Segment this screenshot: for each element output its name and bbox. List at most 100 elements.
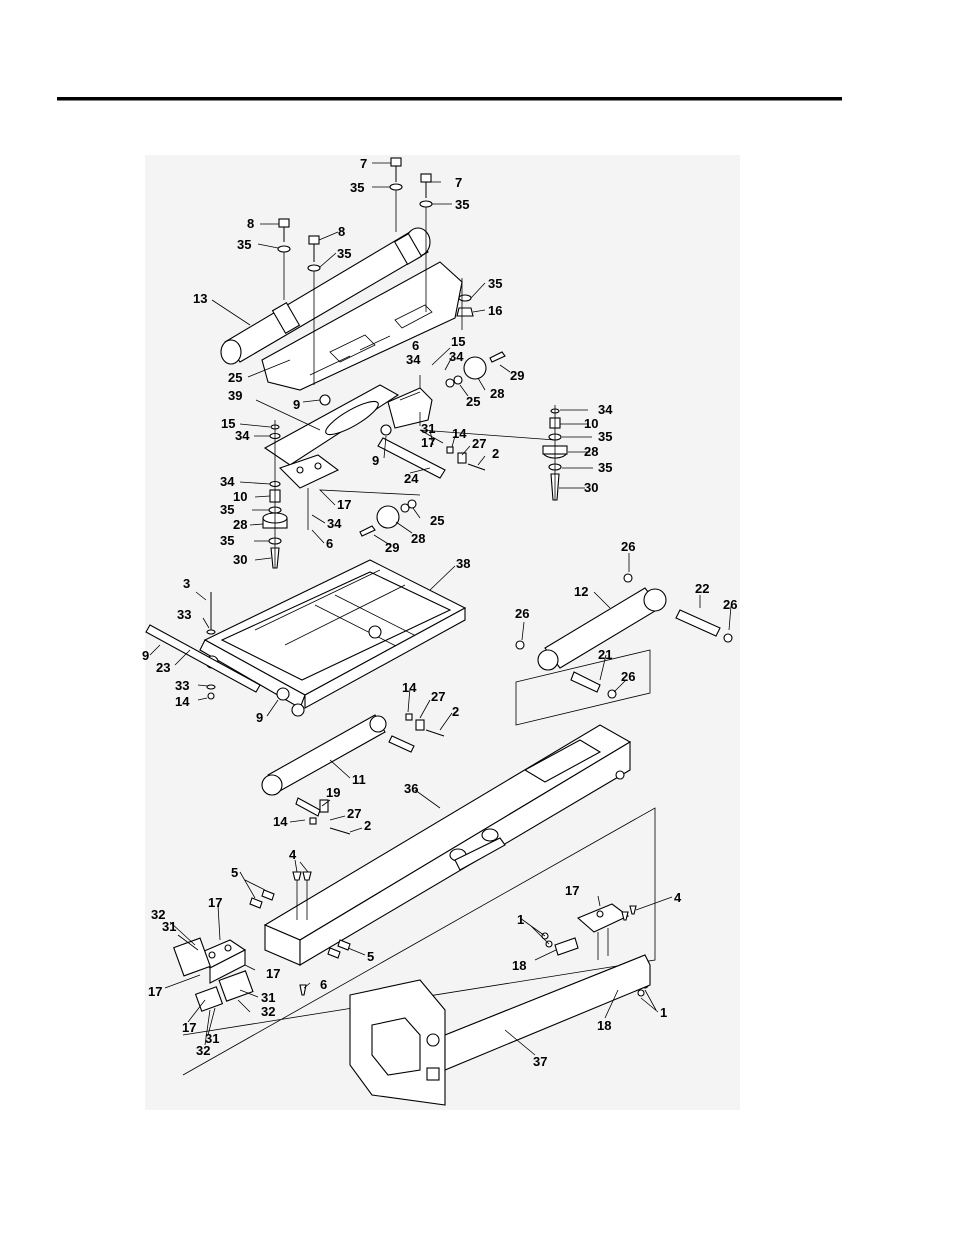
callout-label: 17 (421, 435, 435, 450)
callout-label: 31 (261, 990, 275, 1005)
callout-label: 17 (565, 883, 579, 898)
callout-label: 32 (151, 907, 165, 922)
callout-label: 17 (208, 895, 222, 910)
callout-label: 2 (452, 704, 459, 719)
header-rule (57, 97, 842, 101)
pin-24 (377, 437, 446, 479)
callout-label: 4 (674, 890, 682, 905)
callout-label: 31 (162, 919, 176, 934)
callout-label: 14 (402, 680, 417, 695)
callout-label: 28 (490, 386, 504, 401)
bracket-17-lower (278, 454, 340, 530)
pivot-plate-39 (263, 384, 400, 466)
callout-label: 34 (449, 349, 464, 364)
callout-label: 15 (221, 416, 235, 431)
callout-label: 21 (598, 647, 612, 662)
callout-label: 26 (621, 539, 635, 554)
callout-label: 35 (455, 197, 469, 212)
cylinder-12 (515, 573, 733, 671)
shaft-23 (145, 624, 261, 693)
callout-label: 34 (220, 474, 235, 489)
callout-label: 29 (385, 540, 399, 555)
spacer-9-frame (276, 687, 290, 701)
bracket-17-right (576, 903, 637, 960)
callout-label: 27 (472, 436, 486, 451)
cylinder-13 (220, 227, 431, 365)
callout-label: 23 (156, 660, 170, 675)
callout-label: 35 (598, 460, 612, 475)
callout-label: 6 (412, 338, 419, 353)
callout-label: 24 (404, 471, 419, 486)
callout-label: 18 (597, 1018, 611, 1033)
callout-label: 8 (338, 224, 345, 239)
callout-label: 27 (347, 806, 361, 821)
callout-label: 11 (352, 772, 366, 787)
callout-label: 9 (142, 648, 149, 663)
callout-label: 32 (196, 1043, 210, 1058)
callout-label: 35 (220, 502, 234, 517)
callout-label: 19 (326, 785, 340, 800)
callout-label: 33 (175, 678, 189, 693)
callout-label: 5 (367, 949, 374, 964)
callout-label: 33 (177, 607, 191, 622)
bolt-8-right (307, 235, 321, 385)
cylinder-11 (261, 713, 445, 796)
callout-label: 15 (451, 334, 465, 349)
callout-label: 27 (431, 689, 445, 704)
bolts-4-5-left (249, 871, 351, 959)
callout-label: 31 (421, 421, 435, 436)
callout-label: 17 (148, 984, 162, 999)
callout-label: 30 (584, 480, 598, 495)
callout-label: 14 (452, 426, 467, 441)
callout-label: 26 (621, 669, 635, 684)
callout-bracket-12 (515, 649, 651, 726)
callout-label: 5 (231, 865, 238, 880)
cylinder-mount-plate (261, 261, 463, 391)
callout-label: 17 (182, 1020, 196, 1035)
callout-label: 9 (372, 453, 379, 468)
callout-label: 22 (695, 581, 709, 596)
callout-label: 34 (598, 402, 613, 417)
callout-label: 2 (364, 818, 371, 833)
callout-label: 17 (337, 497, 351, 512)
callout-label: 29 (510, 368, 524, 383)
callout-label: 14 (273, 814, 288, 829)
callout-label: 38 (456, 556, 470, 571)
callout-label: 34 (327, 516, 342, 531)
callout-label: 30 (233, 552, 247, 567)
callout-label: 31 (205, 1031, 219, 1046)
callout-label: 35 (237, 237, 251, 252)
callout-label: 2 (492, 446, 499, 461)
callout-label: 7 (455, 175, 462, 190)
pin-19 (295, 797, 351, 835)
callout-label: 26 (723, 597, 737, 612)
callout-label: 8 (247, 216, 254, 231)
callout-label: 39 (228, 388, 242, 403)
beam-36 (263, 724, 632, 966)
callout-label: 1 (660, 1005, 667, 1020)
callout-label: 35 (598, 429, 612, 444)
callout-label: 9 (293, 397, 300, 412)
callout-label: 3 (183, 576, 190, 591)
callout-label: 25 (466, 394, 480, 409)
callout-label: 37 (533, 1054, 547, 1069)
callout-label: 28 (411, 531, 425, 546)
callout-label: 12 (574, 584, 588, 599)
callout-label: 28 (584, 444, 598, 459)
bracket-31-upper (387, 387, 433, 429)
callout-label: 36 (404, 781, 418, 796)
bolt-8-left (277, 218, 291, 300)
callout-label: 7 (360, 156, 367, 171)
isolator-stack-left (262, 420, 288, 569)
callout-label: 1 (517, 912, 524, 927)
tongue-37 (349, 954, 651, 1106)
callout-label: 6 (326, 536, 333, 551)
callout-label: 25 (228, 370, 242, 385)
isolator-stack-right (542, 405, 568, 501)
callout-label: 32 (261, 1004, 275, 1019)
callout-label: 14 (175, 694, 190, 709)
leader-lines (149, 162, 732, 1056)
callout-label: 35 (337, 246, 351, 261)
spacer-9-middle (380, 424, 392, 436)
